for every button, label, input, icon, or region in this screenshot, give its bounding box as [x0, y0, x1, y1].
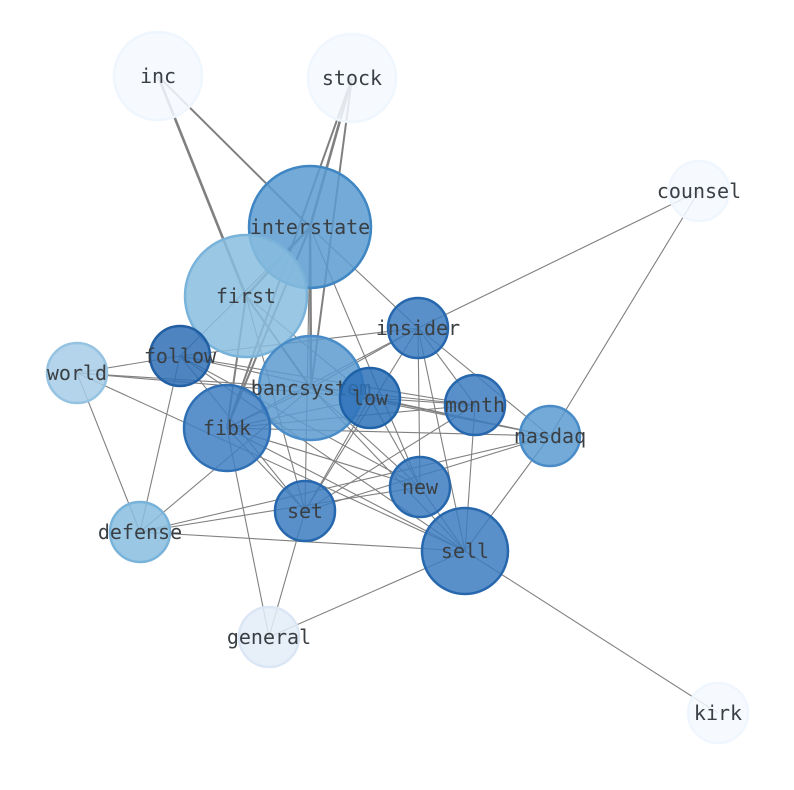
edge-month-set: [304, 404, 476, 512]
node-low: low: [338, 366, 402, 430]
node-label-month: month: [445, 393, 505, 417]
node-label-defense: defense: [98, 520, 182, 544]
edge-counsel-insider: [417, 190, 700, 329]
edge-nasdaq-defense: [139, 435, 551, 533]
node-label-follow: follow: [144, 344, 217, 368]
node-circle-stock: [306, 32, 398, 124]
node-general: general: [227, 605, 311, 669]
node-circle-low: [338, 366, 402, 430]
node-circle-world: [45, 341, 109, 405]
node-label-general: general: [227, 625, 311, 649]
node-label-set: set: [287, 499, 323, 523]
node-fibk: fibk: [182, 383, 272, 473]
edge-sell-kirk: [464, 550, 719, 714]
node-defense: defense: [98, 500, 182, 564]
node-label-kirk: kirk: [694, 701, 742, 725]
node-circle-set: [273, 479, 337, 543]
node-new: new: [388, 455, 452, 519]
node-label-world: world: [47, 361, 107, 385]
node-set: set: [273, 479, 337, 543]
node-circle-inc: [112, 30, 204, 122]
node-world: world: [45, 341, 109, 405]
node-label-insider: insider: [376, 316, 460, 340]
edge-world-sell: [76, 372, 466, 552]
node-circle-first: [183, 233, 309, 359]
node-label-low: low: [352, 386, 389, 410]
node-circle-new: [388, 455, 452, 519]
node-circle-kirk: [686, 681, 750, 745]
node-circle-follow: [148, 324, 212, 388]
node-circle-nasdaq: [518, 404, 582, 468]
node-nasdaq: nasdaq: [514, 404, 586, 468]
node-label-sell: sell: [441, 539, 489, 563]
node-circle-sell: [420, 506, 510, 596]
node-circle-fibk: [182, 383, 272, 473]
node-follow: follow: [144, 324, 217, 388]
node-circle-defense: [108, 500, 172, 564]
edge-counsel-nasdaq: [549, 190, 700, 437]
node-circle-insider: [386, 296, 450, 360]
node-label-first: first: [216, 284, 276, 308]
edge-nasdaq-fibk: [226, 427, 551, 437]
node-sell: sell: [420, 506, 510, 596]
node-label-inc: inc: [140, 64, 176, 88]
node-label-stock: stock: [322, 66, 382, 90]
node-circle-month: [443, 373, 507, 437]
node-label-fibk: fibk: [203, 416, 251, 440]
node-kirk: kirk: [686, 681, 750, 745]
node-month: month: [443, 373, 507, 437]
node-stock: stock: [306, 32, 398, 124]
node-label-new: new: [402, 475, 439, 499]
node-circle-general: [237, 605, 301, 669]
node-insider: insider: [376, 296, 460, 360]
node-label-counsel: counsel: [657, 179, 741, 203]
node-label-interstate: interstate: [250, 215, 370, 239]
node-label-nasdaq: nasdaq: [514, 424, 586, 448]
node-first: first: [183, 233, 309, 359]
edge-fibk-sell: [226, 427, 466, 552]
node-inc: inc: [112, 30, 204, 122]
node-circle-counsel: [667, 159, 731, 223]
node-counsel: counsel: [657, 159, 741, 223]
node-layer: inc stock counsel interstate first insider fol…: [45, 30, 750, 745]
